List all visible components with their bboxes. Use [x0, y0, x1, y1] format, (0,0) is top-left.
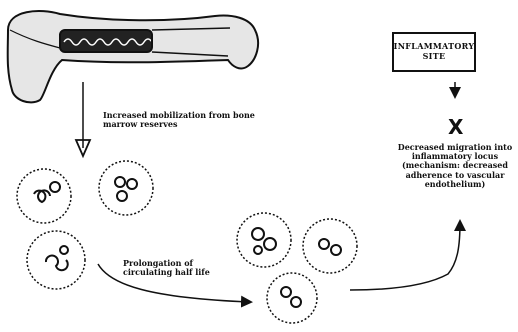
migration-label: Decreased migration into inflammatory lo…: [392, 143, 518, 189]
neutrophil-cell: [27, 231, 85, 289]
arrow-marrow-down: [76, 82, 90, 156]
arrow-to-site: [350, 222, 460, 290]
inflammatory-site-label: INFLAMMATORY SITE: [394, 42, 475, 61]
neutrophil-cell: [267, 273, 317, 323]
block-x-icon: X: [448, 117, 463, 137]
marrow-release-label: Increased mobilization from bone marrow …: [103, 111, 273, 129]
neutrophil-cell: [303, 219, 357, 273]
half-life-label: Prolongation of circulating half life: [123, 259, 243, 277]
neutrophil-cell: [17, 169, 71, 223]
neutrophil-cell: [99, 161, 153, 215]
bone-illustration: [8, 11, 258, 102]
inflammatory-site-box: INFLAMMATORY SITE: [392, 32, 476, 72]
neutrophil-cell: [237, 213, 291, 267]
